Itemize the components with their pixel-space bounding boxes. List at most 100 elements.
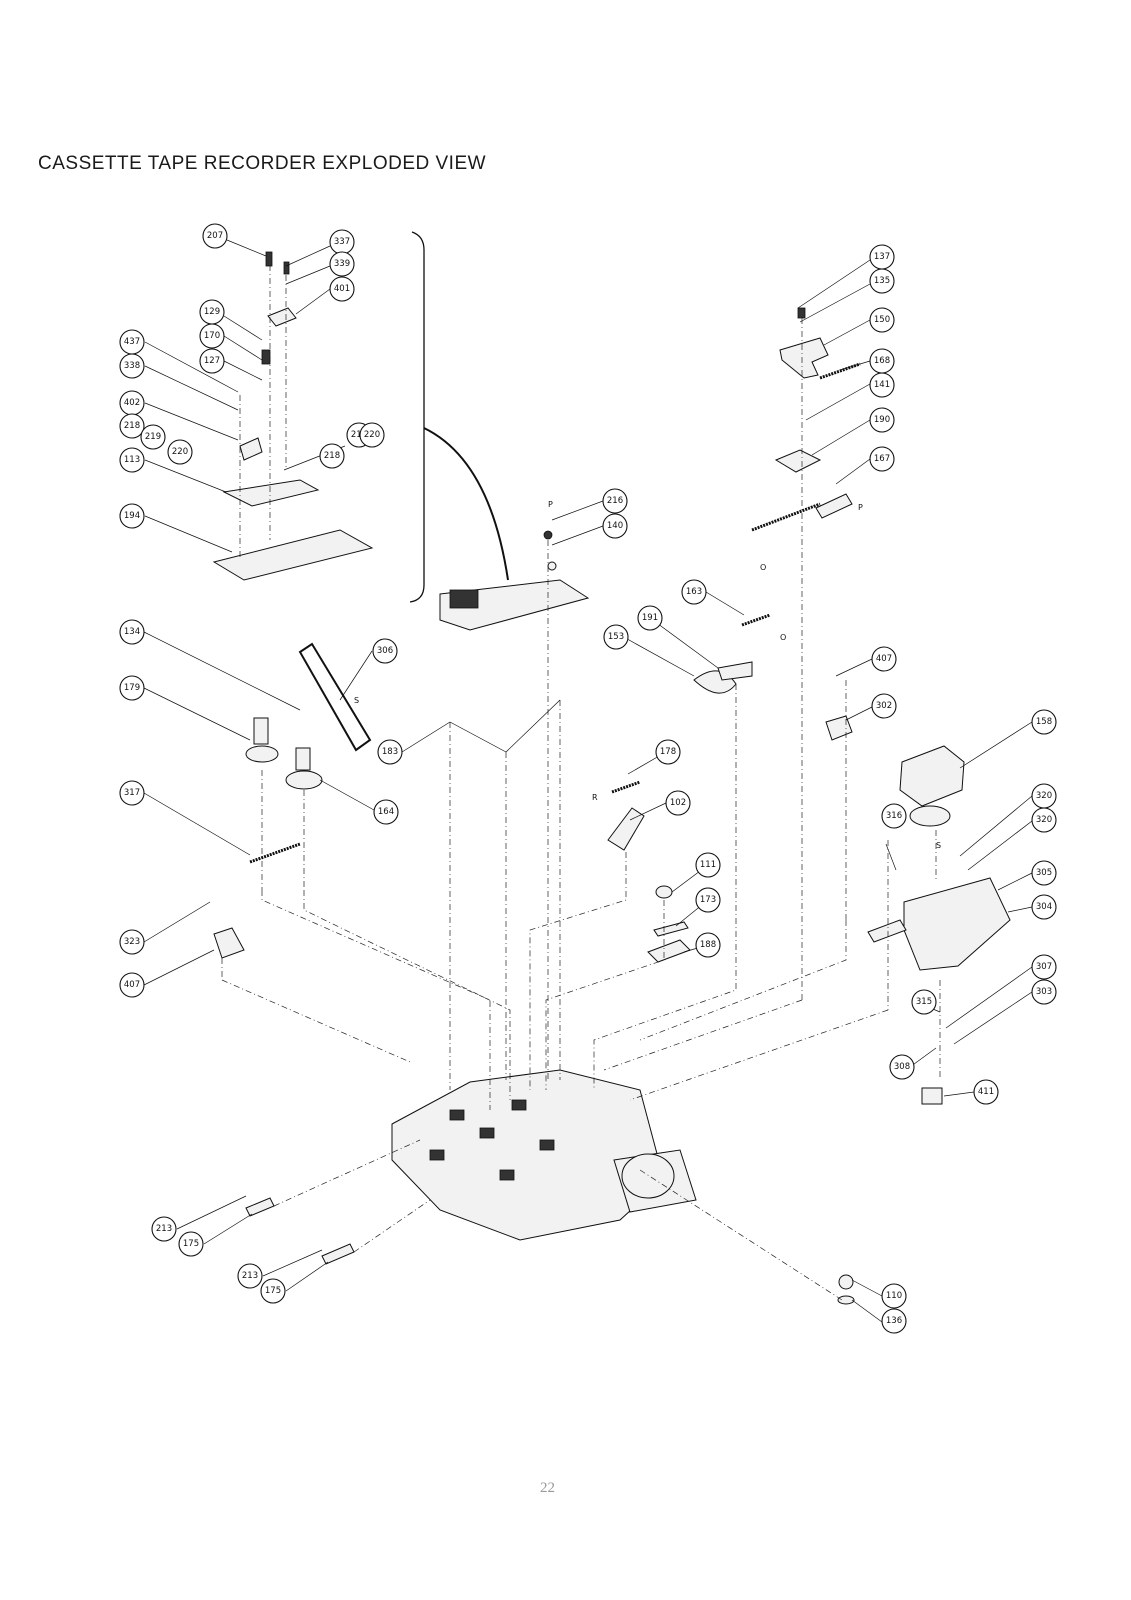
- callout-label: 304: [1036, 902, 1052, 912]
- callout-label: 135: [874, 276, 890, 286]
- callout-213: 213: [151, 1216, 177, 1242]
- callout-136: 136: [881, 1308, 907, 1334]
- callout-127: 127: [199, 348, 225, 374]
- callout-437: 437: [119, 329, 145, 355]
- callout-label: 188: [700, 940, 716, 950]
- pinch-arm-assembly: [693, 307, 853, 1000]
- callout-label: 302: [876, 701, 892, 711]
- callout-label: 305: [1036, 868, 1052, 878]
- callout-label: 339: [334, 259, 350, 269]
- callout-407: 407: [119, 972, 145, 998]
- callout-label: 213: [156, 1224, 172, 1234]
- callout-label: 320: [1036, 791, 1052, 801]
- callout-194: 194: [119, 503, 145, 529]
- callout-label: 175: [183, 1239, 199, 1249]
- callout-label: 175: [265, 1286, 281, 1296]
- callout-150: 150: [869, 307, 895, 333]
- callout-label: 407: [876, 654, 892, 664]
- callout-129: 129: [199, 299, 225, 325]
- main-chassis: [391, 1069, 697, 1241]
- callout-label: 150: [874, 315, 890, 325]
- callout-label: 338: [124, 361, 140, 371]
- callout-label: 320: [1036, 815, 1052, 825]
- callout-167: 167: [869, 446, 895, 472]
- callout-402: 402: [119, 390, 145, 416]
- callout-170: 170: [199, 323, 225, 349]
- direction-label: R: [592, 793, 598, 802]
- callout-188: 188: [695, 932, 721, 958]
- callout-label: 179: [124, 683, 140, 693]
- callout-220: 220: [167, 439, 193, 465]
- callout-label: 127: [204, 356, 220, 366]
- callout-337: 337: [329, 229, 355, 255]
- callout-label: 168: [874, 356, 890, 366]
- callout-group: 207 337 339 401 129 170 127 437 338 402 218 219 220 1…: [119, 223, 1057, 1334]
- callout-label: 216: [607, 496, 623, 506]
- callout-338: 338: [119, 353, 145, 379]
- callout-label: 164: [378, 807, 394, 817]
- callout-168: 168: [869, 348, 895, 374]
- callout-191: 191: [637, 605, 663, 631]
- callout-179: 179: [119, 675, 145, 701]
- callout-102: 102: [665, 790, 691, 816]
- callout-163: 163: [681, 579, 707, 605]
- callout-label: 137: [874, 252, 890, 262]
- direction-label: O: [760, 563, 766, 572]
- callout-137: 137: [869, 244, 895, 270]
- callout-label: 173: [700, 895, 716, 905]
- callout-label: 219: [145, 432, 161, 442]
- left-bracket: [213, 927, 855, 1305]
- callout-label: 315: [916, 997, 932, 1007]
- callout-323: 323: [119, 929, 145, 955]
- callout-label: 102: [670, 798, 686, 808]
- callout-label: 316: [886, 811, 902, 821]
- callout-label: 153: [608, 632, 624, 642]
- direction-label: P: [548, 500, 553, 509]
- callout-label: 141: [874, 380, 890, 390]
- callout-label: 218: [124, 421, 140, 431]
- callout-label: 163: [686, 587, 702, 597]
- callout-135: 135: [869, 268, 895, 294]
- direction-label: S: [354, 696, 359, 705]
- callout-213: 213: [237, 1263, 263, 1289]
- callout-label: 129: [204, 307, 220, 317]
- callout-183: 183: [377, 739, 403, 765]
- callout-label: 213: [242, 1271, 258, 1281]
- callout-317: 317: [119, 780, 145, 806]
- callout-207: 207: [202, 223, 228, 249]
- callout-label: 303: [1036, 987, 1052, 997]
- callout-153: 153: [603, 624, 629, 650]
- callout-303: 303: [1031, 979, 1057, 1005]
- callout-label: 207: [207, 231, 223, 241]
- callout-140: 140: [602, 513, 628, 539]
- group-bracket: [409, 231, 425, 603]
- page-title: CASSETTE TAPE RECORDER EXPLODED VIEW: [38, 153, 487, 174]
- callout-label: 183: [382, 747, 398, 757]
- callout-label: 158: [1036, 717, 1052, 727]
- drive-belt: [298, 642, 372, 752]
- callout-401: 401: [329, 276, 355, 302]
- direction-label: P: [858, 503, 863, 512]
- motor-switch-assembly: [825, 680, 1011, 1105]
- callout-label: 140: [607, 521, 623, 531]
- callout-label: 170: [204, 331, 220, 341]
- callout-218: 218: [319, 443, 345, 469]
- callout-134: 134: [119, 619, 145, 645]
- callout-407: 407: [871, 646, 897, 672]
- callout-label: 113: [124, 455, 140, 465]
- callout-113: 113: [119, 447, 145, 473]
- callout-label: 307: [1036, 962, 1052, 972]
- callout-320: 320: [1031, 807, 1057, 833]
- page-number: 22: [540, 1480, 555, 1496]
- callout-304: 304: [1031, 894, 1057, 920]
- callout-219: 219: [140, 424, 166, 450]
- callout-label: 402: [124, 398, 140, 408]
- callout-label: 111: [700, 860, 716, 870]
- callout-164: 164: [373, 799, 399, 825]
- callout-label: 167: [874, 454, 890, 464]
- callout-label: 220: [172, 447, 188, 457]
- callout-label: 411: [978, 1087, 994, 1097]
- callout-label: 136: [886, 1316, 902, 1326]
- leader-lines: [143, 239, 1033, 1323]
